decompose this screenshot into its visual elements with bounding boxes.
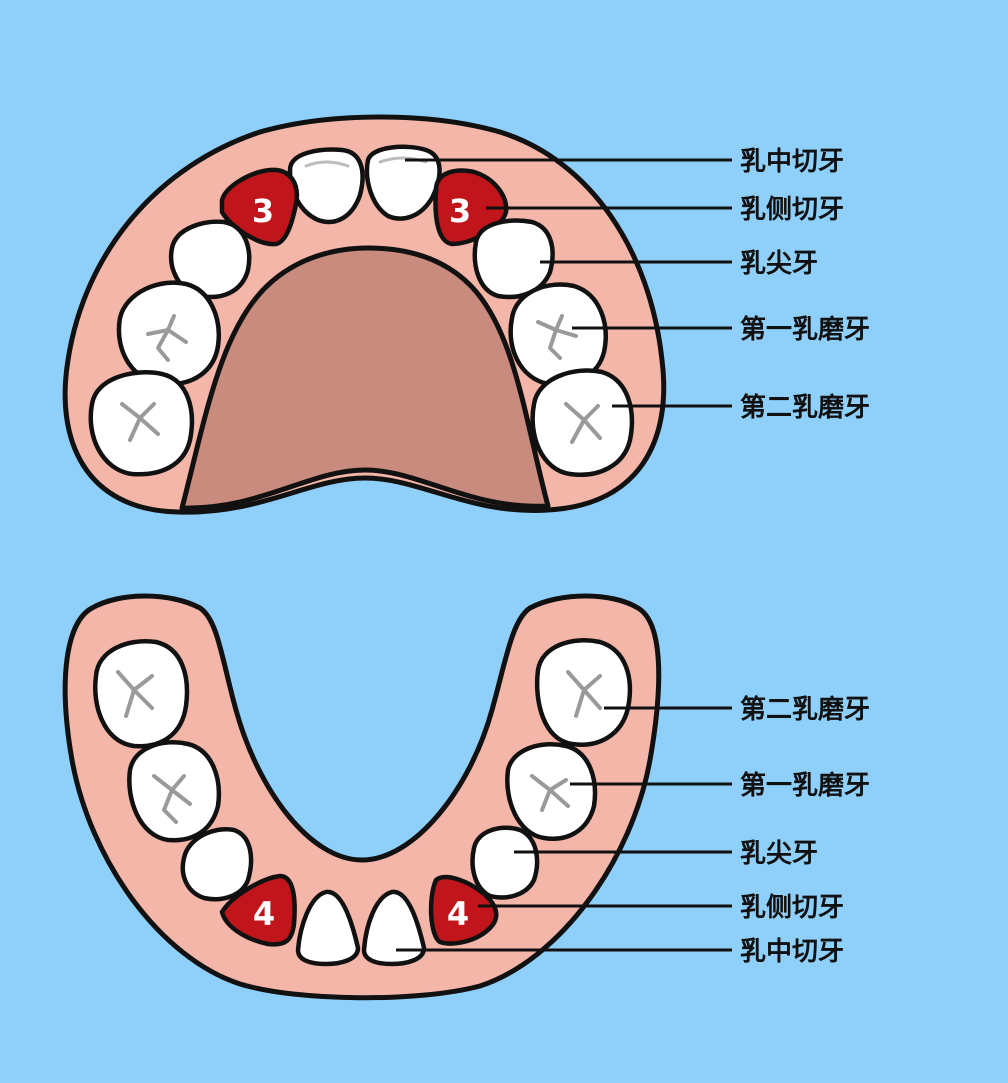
- lower-label-lateral-incisor: 乳侧切牙: [740, 893, 844, 923]
- upper-central-incisor-left: [287, 147, 365, 225]
- lower-canine-right: [470, 825, 540, 900]
- molar-groove-icon: [146, 314, 188, 362]
- upper-leader-lines: [405, 158, 732, 408]
- lower-label-second-molar: 第二乳磨牙: [740, 694, 870, 725]
- upper-highlight-number-left: 3: [252, 192, 274, 230]
- upper-highlight-number-right: 3: [449, 192, 471, 230]
- upper-label-central-incisor: 乳中切牙: [740, 147, 844, 177]
- upper-jaw: 3 3: [62, 114, 667, 515]
- upper-label-lateral-incisor: 乳侧切牙: [740, 195, 844, 225]
- molar-groove-icon: [530, 774, 570, 812]
- molar-groove-icon: [564, 402, 602, 444]
- upper-central-incisor-right: [364, 144, 442, 221]
- upper-canine-right: [472, 218, 555, 300]
- upper-second-molar-left: [88, 370, 195, 477]
- lower-lateral-incisor-right: [428, 874, 499, 946]
- molar-groove-icon: [120, 402, 160, 442]
- lower-central-incisor-right: [361, 889, 427, 967]
- lower-central-incisor-left: [295, 889, 361, 967]
- incisor-ridge-icon: [304, 160, 350, 168]
- upper-first-molar-left: [116, 280, 221, 387]
- upper-palate: [179, 245, 551, 511]
- lower-lateral-incisor-left: [219, 873, 297, 947]
- lower-labels: 第二乳磨牙 第一乳磨牙 乳尖牙 乳侧切牙 乳中切牙: [740, 694, 870, 967]
- upper-label-second-molar: 第二乳磨牙: [740, 392, 870, 423]
- lower-canine-left: [180, 827, 254, 902]
- lower-second-molar-left: [93, 639, 190, 749]
- upper-lateral-incisor-left: [219, 167, 300, 247]
- molar-groove-icon: [536, 314, 578, 360]
- lower-label-canine: 乳尖牙: [740, 839, 818, 869]
- lower-label-first-molar: 第一乳磨牙: [740, 770, 870, 801]
- molar-groove-icon: [116, 670, 154, 718]
- upper-label-canine: 乳尖牙: [740, 249, 818, 279]
- lower-highlight-number-left: 4: [253, 895, 275, 933]
- lower-label-central-incisor: 乳中切牙: [740, 937, 844, 967]
- molar-groove-icon: [566, 670, 602, 718]
- lower-leader-lines: [396, 706, 732, 952]
- upper-label-first-molar: 第一乳磨牙: [740, 314, 870, 345]
- lower-jaw: 4 4: [62, 593, 662, 1001]
- upper-first-molar-right: [508, 282, 608, 387]
- molar-groove-icon: [152, 774, 192, 824]
- upper-labels: 乳中切牙 乳侧切牙 乳尖牙 第一乳磨牙 第二乳磨牙: [740, 147, 870, 423]
- lower-highlight-number-right: 4: [447, 895, 469, 933]
